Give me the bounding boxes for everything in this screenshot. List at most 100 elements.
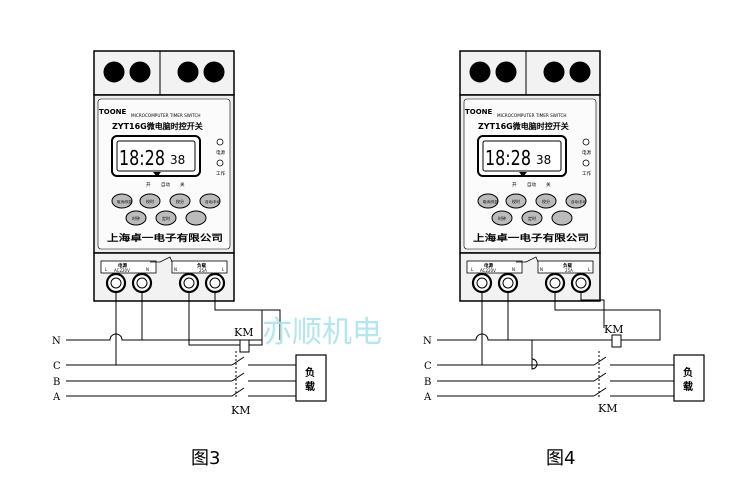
button-label: 定时: [162, 215, 170, 221]
n-to-coil: [531, 340, 538, 370]
button-label: 校时: [512, 198, 520, 204]
km-coil-label: KM: [234, 326, 253, 339]
button-label: 自动/手动: [571, 199, 587, 204]
top-terminal-screw: [569, 61, 591, 83]
button-label: 时钟: [132, 215, 140, 221]
watermark: 亦顺机电: [262, 315, 382, 350]
line-label-a: A: [423, 392, 432, 403]
work-indicator-icon: [582, 159, 590, 167]
load-terminal-label: 负载: [563, 262, 572, 269]
figure-caption: 图4: [546, 448, 575, 469]
brand-logo: TOONE: [465, 108, 493, 116]
extra-button[interactable]: [551, 210, 573, 226]
load-terminal-label-box: [171, 260, 228, 274]
terminal-mark: L: [471, 267, 474, 272]
line-label-c: C: [424, 361, 432, 372]
set-minute-button[interactable]: [169, 193, 191, 209]
company-name: 上海卓一电子有限公司: [473, 232, 589, 244]
day-label: 关: [180, 181, 185, 188]
lcd-time-main: 18:28: [485, 146, 531, 170]
n-line: [66, 333, 262, 341]
auto-manual-button[interactable]: [565, 193, 587, 209]
extra-button[interactable]: [185, 210, 207, 226]
load-box-label-1: 负载: [683, 366, 693, 393]
figure-caption: 图3: [191, 448, 220, 469]
terminal-mark: L: [222, 267, 225, 272]
wire-l-out: [580, 292, 605, 328]
cancel-restore-button[interactable]: [477, 193, 499, 209]
timer-button[interactable]: [155, 210, 177, 226]
lcd-screen: [116, 140, 196, 172]
wire-l-out: [214, 292, 281, 340]
clock-button[interactable]: [491, 210, 513, 226]
button-label: 自动/手动: [205, 199, 221, 204]
button-label: 时钟: [498, 215, 506, 221]
line-label-a: A: [52, 392, 61, 403]
line-label-n: N: [423, 336, 432, 347]
contact-switch: [593, 387, 607, 397]
terminal-mark: N: [540, 267, 543, 272]
line-label-n: N: [52, 336, 61, 347]
button-label: 定时: [528, 215, 536, 221]
device-header: MICROCOMPUTER TIMER SWITCH: [497, 113, 567, 118]
line-label-c: C: [53, 361, 61, 372]
km-coil-label: KM: [604, 323, 623, 336]
terminal-inner: [502, 277, 514, 289]
terminal-inner: [183, 277, 195, 289]
timer-switch-device: [459, 50, 601, 302]
load-terminal-spec: 25A: [565, 268, 573, 273]
clock-button[interactable]: [125, 210, 147, 226]
brand-logo: TOONE: [99, 108, 127, 116]
wiring: [66, 292, 327, 402]
km-coil: [611, 334, 622, 348]
timer-button[interactable]: [521, 210, 543, 226]
top-terminal-screw: [177, 61, 199, 83]
power-terminal-label: 电源: [484, 262, 493, 269]
auto-manual-button[interactable]: [199, 193, 221, 209]
load-box-label-1: 负载: [305, 366, 315, 393]
cancel-restore-button[interactable]: [111, 193, 133, 209]
relay-contact-icon: [516, 256, 539, 263]
wiring: [437, 292, 705, 402]
terminal-mark: N: [174, 267, 177, 272]
power-indicator-label: 电源: [582, 149, 591, 156]
set-hour-button[interactable]: [139, 193, 161, 209]
wire-coil-in: [188, 292, 240, 346]
button-label: 校时: [146, 198, 154, 204]
load-terminal-spec: 25A: [199, 268, 207, 273]
button-label: 取消/恢复: [117, 199, 133, 204]
set-minute-button[interactable]: [535, 193, 557, 209]
terminal-inner: [549, 277, 561, 289]
power-terminal-label-box: [100, 260, 157, 274]
terminal-inner: [136, 277, 148, 289]
top-terminal-screw: [543, 61, 565, 83]
power-terminal-spec: AC220V: [114, 268, 130, 273]
terminal-inner: [575, 277, 587, 289]
button-label: 校分: [176, 198, 184, 204]
day-label: 开: [146, 182, 151, 188]
device-header: MICROCOMPUTER TIMER SWITCH: [131, 113, 201, 118]
n-line: [437, 333, 532, 341]
power-indicator-label: 电源: [216, 149, 225, 156]
terminal-inner: [110, 277, 122, 289]
day-label: 开: [512, 182, 517, 188]
top-terminal-screw: [469, 61, 491, 83]
figure-4: TOONE MICROCOMPUTER TIMER SWITCH ZYT16G微…: [423, 50, 705, 469]
figure-3: TOONE MICROCOMPUTER TIMER SWITCH ZYT16G微…: [52, 50, 327, 469]
power-terminal-label: 电源: [118, 262, 127, 269]
day-label: 自动: [527, 181, 536, 188]
terminal-mark: N: [146, 267, 149, 272]
power-terminal-label-box: [466, 260, 523, 274]
contact-switch: [231, 387, 245, 397]
device-model: ZYT16G微电脑时控开关: [478, 121, 569, 131]
terminal-inner: [209, 277, 221, 289]
contact-switch: [231, 372, 245, 382]
load-box: [673, 354, 705, 402]
load-terminal-label-box: [537, 260, 594, 274]
lcd-time-seconds: 38: [536, 153, 551, 167]
set-hour-button[interactable]: [505, 193, 527, 209]
lcd-pointer-icon: [153, 172, 161, 177]
relay-contact-icon: [150, 256, 173, 263]
top-terminal-screw: [203, 61, 225, 83]
terminal-mark: L: [588, 267, 591, 272]
